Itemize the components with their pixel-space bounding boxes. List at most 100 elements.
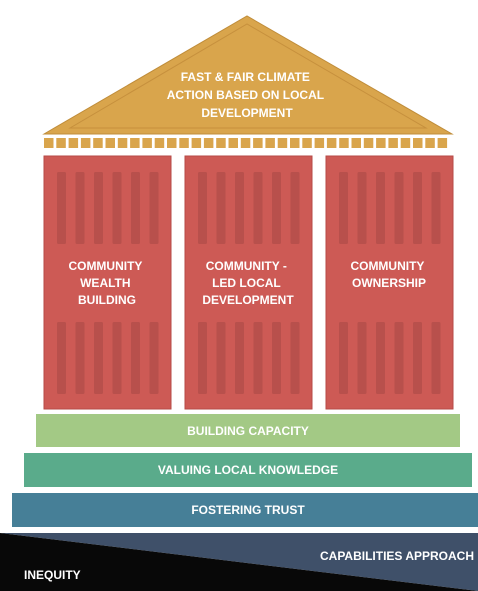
dentil-block [191, 138, 202, 148]
dentil-block [68, 138, 79, 148]
step-label: FOSTERING TRUST [191, 503, 305, 517]
pillar-flute [216, 172, 226, 244]
pillar-flute [216, 322, 226, 394]
pillar-community-wealth-building: COMMUNITY WEALTH BUILDING [43, 155, 172, 410]
pillar-flute [394, 322, 404, 394]
pillar-flute [131, 322, 140, 394]
dentil-block [80, 138, 91, 148]
pillar-label-line-1: COMMUNITY - [206, 259, 287, 273]
pillar-flute [357, 322, 367, 394]
pillar-flute [253, 322, 263, 394]
pillar-label: COMMUNITY WEALTH BUILDING [68, 259, 145, 307]
dentil-block [290, 138, 300, 148]
pillar-flute [413, 322, 422, 394]
dentil-block [314, 138, 325, 148]
pillar-label-line-3: BUILDING [78, 293, 136, 307]
dentil-block [56, 138, 66, 148]
dentil-block [179, 138, 189, 148]
pillar-flute [75, 172, 85, 244]
dentil-block [363, 138, 374, 148]
pillar-flute [339, 322, 348, 394]
dentil-block [240, 138, 251, 148]
pillar-label-line-2: OWNERSHIP [352, 276, 426, 290]
dentil-block [117, 138, 128, 148]
dentil-block [216, 138, 226, 148]
dentil-block [265, 138, 275, 148]
dentil-block [130, 138, 140, 148]
pillar-flute [290, 172, 300, 244]
dentil-block [277, 138, 288, 148]
inequity-label: INEQUITY [24, 568, 81, 582]
step-bar [12, 493, 478, 527]
pillar-flute [57, 322, 66, 394]
pillar-flute [376, 322, 385, 394]
pillar-label-line-2: LED LOCAL [212, 276, 280, 290]
step-valuing-local-knowledge: VALUING LOCAL KNOWLEDGE [24, 453, 472, 487]
dentil-block [253, 138, 263, 148]
dentil-block [425, 138, 435, 148]
step-bar [24, 453, 472, 487]
pillar-flute [339, 172, 348, 244]
roof-pediment [42, 15, 454, 135]
pillar-label: COMMUNITY OWNERSHIP [350, 259, 427, 290]
pillar-flute [357, 172, 367, 244]
pillar-flute [94, 172, 103, 244]
roof-inner-outline [68, 23, 428, 129]
pillar-flute [235, 322, 244, 394]
dentil-block [388, 138, 398, 148]
pillar-flute [235, 172, 244, 244]
pillar-flute [431, 322, 441, 394]
pillar-flute [198, 322, 207, 394]
base-gradient: CAPABILITIES APPROACH INEQUITY [0, 533, 478, 591]
dentil-block [302, 138, 312, 148]
inequity-wedge [0, 533, 478, 591]
dentil-block [339, 138, 349, 148]
step-fostering-trust: FOSTERING TRUST [12, 493, 478, 527]
roof-label-line-2: ACTION BASED ON LOCAL [167, 88, 324, 102]
dentil-block [154, 138, 165, 148]
step-label: VALUING LOCAL KNOWLEDGE [158, 463, 338, 477]
pillar-label: COMMUNITY - LED LOCAL DEVELOPMENT [202, 259, 294, 307]
step-building-capacity: BUILDING CAPACITY [36, 414, 460, 447]
step-bar [36, 414, 460, 447]
dentil-block [400, 138, 411, 148]
pillar-flute [75, 322, 85, 394]
step-label: BUILDING CAPACITY [187, 424, 309, 438]
pillar-flute [272, 322, 281, 394]
pillar-flute [131, 172, 140, 244]
pillar-flute [94, 322, 103, 394]
dentil-block [203, 138, 214, 148]
dentil-block [437, 138, 448, 148]
pillar-community-ownership: COMMUNITY OWNERSHIP [325, 155, 454, 410]
pillar-flute [149, 322, 159, 394]
pillar-flute [57, 172, 66, 244]
pillar-label-line-1: COMMUNITY [350, 259, 424, 273]
dentil-block [413, 138, 423, 148]
dentil-block [142, 138, 152, 148]
dentil-block [44, 138, 54, 148]
pillar-label-line-1: COMMUNITY [68, 259, 142, 273]
roof-label-line-1: FAST & FAIR CLIMATE [181, 70, 310, 84]
pillar-flute [112, 172, 122, 244]
pillar-flute [198, 172, 207, 244]
pillar-flute [394, 172, 404, 244]
pillar-community-led-local-development: COMMUNITY - LED LOCAL DEVELOPMENT [184, 155, 313, 410]
pillar-flute [413, 172, 422, 244]
pillar-label-line-3: DEVELOPMENT [202, 293, 294, 307]
capabilities-approach-label: CAPABILITIES APPROACH [320, 549, 474, 563]
dentil-block [351, 138, 361, 148]
roof-label-line-3: DEVELOPMENT [201, 106, 293, 120]
dentil-block [105, 138, 115, 148]
dentil-block [228, 138, 238, 148]
pillar-flute [376, 172, 385, 244]
pillar-flute [253, 172, 263, 244]
pillar-flute [272, 172, 281, 244]
pillar-flute [112, 322, 122, 394]
pillar-label-line-2: WEALTH [80, 276, 130, 290]
pillar-flute [431, 172, 441, 244]
dentil-frieze [44, 138, 448, 148]
roof-label: FAST & FAIR CLIMATE ACTION BASED ON LOCA… [167, 70, 327, 120]
pillar-flute [149, 172, 159, 244]
